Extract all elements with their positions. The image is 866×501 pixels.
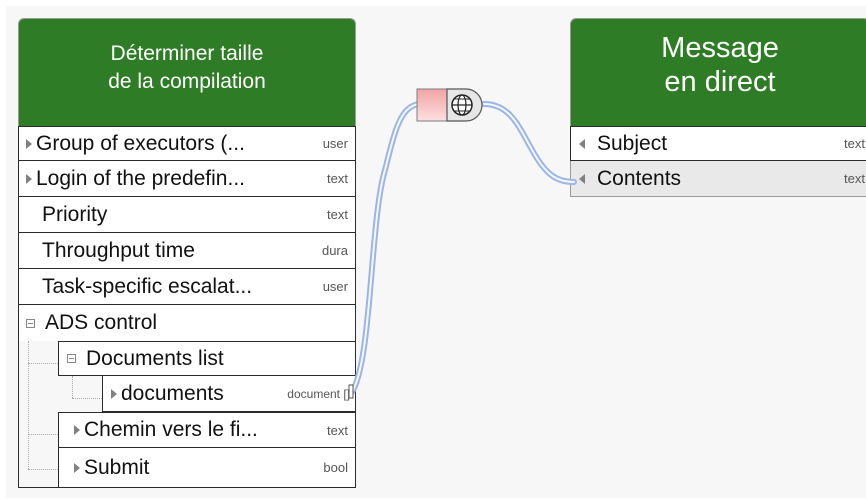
row-contents[interactable]: Contents text (570, 161, 866, 197)
connector-wire-contents-inner (483, 103, 575, 183)
tree-connector (28, 434, 58, 435)
row-type: dura (321, 243, 348, 258)
input-port-icon[interactable] (579, 138, 585, 149)
connector-wire-documents-inner (351, 103, 419, 393)
row-label: Subject (597, 131, 668, 155)
tree-connector (28, 363, 58, 364)
row-label: Login of the predefin... (36, 166, 245, 190)
node-determiner-taille[interactable]: Déterminer taille de la compilation Grou… (18, 18, 356, 488)
expand-arrow-icon[interactable] (26, 138, 32, 149)
row-label: Chemin vers le fi... (84, 418, 258, 441)
row-task-specific-escalation[interactable]: Task-specific escalat... user (18, 269, 356, 305)
row-login-predefined[interactable]: Login of the predefin... text (18, 161, 356, 197)
node-title-line2: de la compilation (108, 70, 266, 93)
node-message-en-direct[interactable]: Message en direct Subject text Contents … (570, 18, 866, 202)
transform-converter-icon[interactable] (416, 88, 448, 122)
row-label: Throughput time (42, 238, 195, 262)
node-header: Déterminer taille de la compilation (18, 18, 356, 126)
row-documents-list[interactable]: Documents list (58, 341, 356, 376)
row-throughput-time[interactable]: Throughput time dura (18, 233, 356, 269)
row-label: documents (121, 381, 224, 405)
row-type: user (322, 136, 348, 151)
row-type: user (322, 279, 348, 294)
expand-arrow-icon[interactable] (74, 462, 80, 473)
row-type: document [] (287, 386, 350, 401)
row-label: Submit (84, 455, 150, 479)
row-documents[interactable]: documents document [] (102, 376, 356, 412)
node-header: Message en direct (570, 18, 866, 126)
row-label: ADS control (45, 311, 158, 334)
row-subject[interactable]: Subject text (570, 126, 866, 161)
expand-arrow-icon[interactable] (74, 425, 80, 435)
row-type: text (327, 422, 348, 438)
row-label: Contents (597, 166, 682, 190)
row-group-of-executors[interactable]: Group of executors (... user (18, 126, 356, 161)
row-ads-control[interactable]: ADS control (18, 305, 356, 341)
row-submit[interactable]: Submit bool (58, 448, 356, 487)
row-type: text (327, 207, 348, 222)
connector-wire-documents[interactable] (349, 101, 421, 395)
expand-arrow-icon[interactable] (111, 388, 117, 399)
tree-connector (28, 341, 29, 469)
row-label: Documents list (86, 346, 224, 370)
tree-connector (72, 398, 102, 399)
group-outline-left (18, 341, 19, 488)
row-chemin-vers-le-fichier[interactable]: Chemin vers le fi... text (58, 412, 356, 448)
expand-arrow-icon[interactable] (26, 173, 32, 184)
diagram-canvas: Déterminer taille de la compilation Grou… (6, 6, 866, 498)
row-label: Group of executors (... (36, 131, 245, 155)
tree-connector (72, 376, 73, 398)
output-port-icon[interactable] (348, 384, 354, 399)
row-type: text (327, 171, 348, 186)
input-port-icon[interactable] (579, 173, 585, 184)
row-label: Priority (42, 202, 108, 226)
row-label: Task-specific escalat... (42, 274, 253, 298)
row-type: text (844, 136, 865, 151)
collapse-box-icon[interactable] (67, 354, 76, 363)
node-title-line1: Message (661, 32, 779, 64)
row-type: text (844, 171, 865, 186)
group-outline-bottom (18, 487, 356, 488)
globe-function-icon[interactable] (446, 88, 483, 122)
tree-connector (28, 469, 58, 470)
node-title-line1: Déterminer taille (110, 42, 264, 65)
row-type: bool (323, 460, 348, 475)
collapse-box-icon[interactable] (26, 318, 35, 328)
node-title-line2: en direct (664, 66, 776, 98)
row-priority[interactable]: Priority text (18, 197, 356, 233)
